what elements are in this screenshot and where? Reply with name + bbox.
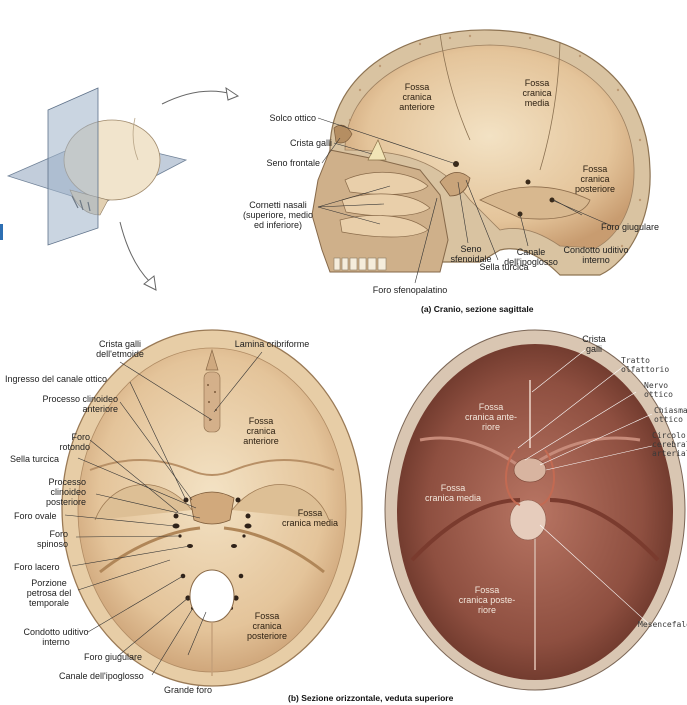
arrow-to-sagittal (162, 91, 232, 104)
label-lamina-cribriforme: Lamina cribriforme (222, 339, 322, 349)
bl-fossa-anteriore: Fossa cranica anteriore (226, 416, 296, 446)
label-condotto-uditivo-top: Condotto uditivo interno (556, 245, 636, 265)
label-chiasma-ottico: Chiasma ottico (654, 406, 687, 424)
label-crista-galli-top: Crista galli (250, 138, 332, 148)
bl-fossa-posteriore: Fossa cranica posteriore (232, 611, 302, 641)
arrow-to-horizontal (120, 222, 150, 282)
label-sella-turcica-bl: Sella turcica (10, 454, 90, 464)
label-circolo-arteriale: Circolo cerebrale arteriale (652, 431, 687, 458)
label-mesencefalo: Mesencefalo (638, 620, 687, 629)
label-foro-giugulare-top: Foro giugulare (601, 222, 681, 232)
label-tratto-olfattorio: Tratto olfattorio (621, 356, 681, 374)
br-fossa-posteriore: Fossa cranica poste- riore (452, 585, 522, 615)
caption-bottom-text: Sezione orizzontale, veduta superiore (301, 693, 453, 703)
label-seno-frontale: Seno frontale (236, 158, 320, 168)
sagittal-plane (48, 88, 98, 245)
label-grande-foro: Grande foro (164, 685, 234, 695)
label-foro-spinoso: Foro spinoso (0, 529, 68, 549)
label-crista-galli-etmoide: Crista galli dell'etmoide (60, 339, 180, 359)
label-seno-sfenoidale: Seno sfenoidale (446, 244, 496, 264)
caption-top-letter: (a) (421, 304, 431, 314)
top-fossa-posteriore: Fossa cranica posteriore (560, 164, 630, 194)
horizontal-skull-photo (385, 330, 685, 690)
label-solco-ottico: Solco ottico (232, 113, 316, 123)
label-ingresso-canale-ottico: Ingresso del canale ottico (5, 374, 145, 384)
label-condotto-uditivo-bl: Condotto uditivo interno (14, 627, 98, 647)
label-cornetti-nasali: Cornetti nasali (superiore, medio ed inf… (236, 200, 320, 230)
blue-edge-mark (0, 224, 3, 240)
top-fossa-media: Fossa cranica media (502, 78, 572, 108)
label-foro-lacero: Foro lacero (14, 562, 84, 572)
orientation-skull-diagram (0, 88, 238, 290)
label-clinoideo-posteriore: Processo clinoideo posteriore (0, 477, 86, 507)
bl-fossa-media: Fossa cranica media (270, 508, 350, 528)
caption-bottom: (b) Sezione orizzontale, veduta superior… (288, 693, 453, 703)
label-crista-galli-photo: Crista galli (574, 334, 614, 354)
label-foro-giugulare-bl: Foro giugulare (84, 652, 164, 662)
br-fossa-anteriore: Fossa cranica ante- riore (456, 402, 526, 432)
br-fossa-media: Fossa cranica media (420, 483, 486, 503)
label-foro-sfenopalatino: Foro sfenopalatino (360, 285, 460, 295)
label-foro-ovale: Foro ovale (14, 511, 74, 521)
label-nervo-ottico: Nervo ottico (644, 381, 686, 399)
caption-bottom-letter: (b) (288, 693, 299, 703)
label-clinoideo-anteriore: Processo clinoideo anteriore (0, 394, 118, 414)
label-porzione-petrosa: Porzione petrosa del temporale (14, 578, 84, 608)
caption-top-text: Cranio, sezione sagittale (434, 304, 534, 314)
teeth (334, 258, 386, 270)
top-fossa-anteriore: Fossa cranica anteriore (382, 82, 452, 112)
foramen-magnum (190, 570, 234, 622)
label-foro-rotondo: Foro rotondo (0, 432, 90, 452)
label-canale-ipoglosso-bl: Canale dell'ipoglosso (59, 671, 169, 681)
caption-top: (a) Cranio, sezione sagittale (421, 304, 533, 314)
